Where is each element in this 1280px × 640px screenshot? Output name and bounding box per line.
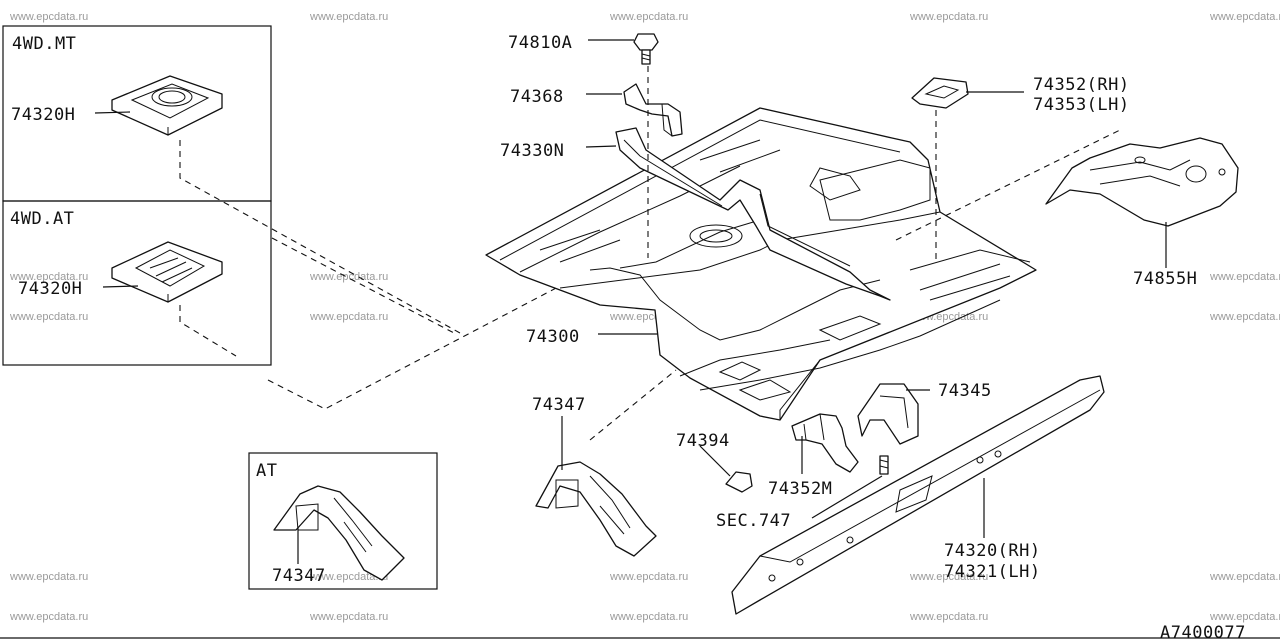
watermark: www.epcdata.ru xyxy=(9,11,88,23)
part-74300-floor-panel[interactable] xyxy=(485,107,1037,421)
label-74352[interactable]: 74352(RH) xyxy=(1033,75,1130,95)
part-74855H-member[interactable] xyxy=(1045,137,1239,227)
part-74330N-reinforcement[interactable] xyxy=(615,127,891,301)
label-74320H-mt[interactable]: 74320H xyxy=(11,105,75,125)
label-74321[interactable]: 74321(LH) xyxy=(944,562,1041,582)
leader-74394 xyxy=(699,445,731,477)
label-74855H[interactable]: 74855H xyxy=(1133,269,1197,289)
watermark: www.epcdata.ru xyxy=(1209,11,1280,23)
label-74345[interactable]: 74345 xyxy=(938,381,992,401)
part-74810A-bolt[interactable] xyxy=(633,33,659,65)
watermark: www.epcdata.ru xyxy=(9,611,88,623)
watermark: www.epcdata.ru xyxy=(309,271,388,283)
dash-at-down xyxy=(179,305,237,357)
part-74394-clip[interactable] xyxy=(725,471,753,493)
inset-at-frame xyxy=(248,452,438,590)
diagram-code: A7400077 xyxy=(1160,623,1246,640)
inset-at-title: AT xyxy=(256,461,277,481)
inset-4wd-at-title: 4WD.AT xyxy=(10,209,74,229)
part-74352-bracket[interactable] xyxy=(911,77,969,109)
label-74368[interactable]: 74368 xyxy=(510,87,564,107)
label-74330N[interactable]: 74330N xyxy=(500,141,564,161)
watermark: www.epcdata.ru xyxy=(9,311,88,323)
part-74368-bracket[interactable] xyxy=(623,83,683,137)
label-74320[interactable]: 74320(RH) xyxy=(944,541,1041,561)
part-74320H-at[interactable] xyxy=(111,241,223,303)
label-74347-at[interactable]: 74347 xyxy=(272,566,326,586)
label-74810A[interactable]: 74810A xyxy=(508,33,572,53)
watermark: www.epcdata.ru xyxy=(909,11,988,23)
part-74347-at[interactable] xyxy=(273,485,405,581)
part-74347-housing[interactable] xyxy=(535,461,657,557)
watermark: www.epcdata.ru xyxy=(1209,611,1280,623)
watermark: www.epcdata.ru xyxy=(309,311,388,323)
watermark: www.epcdata.ru xyxy=(909,571,988,583)
watermark: www.epcdata.ru xyxy=(309,11,388,23)
label-74300[interactable]: 74300 xyxy=(526,327,580,347)
part-74320-side-sill[interactable] xyxy=(731,375,1105,615)
watermark: www.epcdata.ru xyxy=(609,11,688,23)
watermark: www.epcdata.ru xyxy=(9,271,88,283)
part-74320H-mt[interactable] xyxy=(111,75,223,136)
label-74347[interactable]: 74347 xyxy=(532,395,586,415)
watermark: www.epcdata.ru xyxy=(1209,571,1280,583)
dash-at-to-floor xyxy=(267,285,561,410)
label-74394[interactable]: 74394 xyxy=(676,431,730,451)
leader-74330N xyxy=(585,145,617,148)
watermark: www.epcdata.ru xyxy=(909,611,988,623)
watermark: www.epcdata.ru xyxy=(9,571,88,583)
inset-4wd-at-frame xyxy=(2,200,272,366)
dash-mt-to-floor xyxy=(179,140,461,334)
dash-member-to-floor xyxy=(895,129,1121,241)
leader-74320H-at xyxy=(102,285,139,288)
label-74320H-at[interactable]: 74320H xyxy=(18,279,82,299)
label-74352M[interactable]: 74352M xyxy=(768,479,832,499)
watermark: www.epcdata.ru xyxy=(609,611,688,623)
leader-sec747 xyxy=(811,475,883,519)
leader-74320H-mt xyxy=(94,111,131,114)
label-74353[interactable]: 74353(LH) xyxy=(1033,95,1130,115)
inset-4wd-mt-title: 4WD.MT xyxy=(12,34,76,54)
watermark: www.epcdata.ru xyxy=(309,571,388,583)
dash-mt-to-at xyxy=(271,237,457,335)
part-74352M-bracket[interactable] xyxy=(791,413,859,473)
watermark: www.epcdata.ru xyxy=(1209,311,1280,323)
label-sec747[interactable]: SEC.747 xyxy=(716,511,791,531)
watermark: www.epcdata.ru xyxy=(609,571,688,583)
part-74345-mount[interactable] xyxy=(857,383,919,445)
watermark: www.epcdata.ru xyxy=(1209,271,1280,283)
part-sec747-stud[interactable] xyxy=(879,455,889,475)
watermark: www.epcdata.ru xyxy=(309,611,388,623)
dash-74347-to-floor xyxy=(589,369,677,441)
